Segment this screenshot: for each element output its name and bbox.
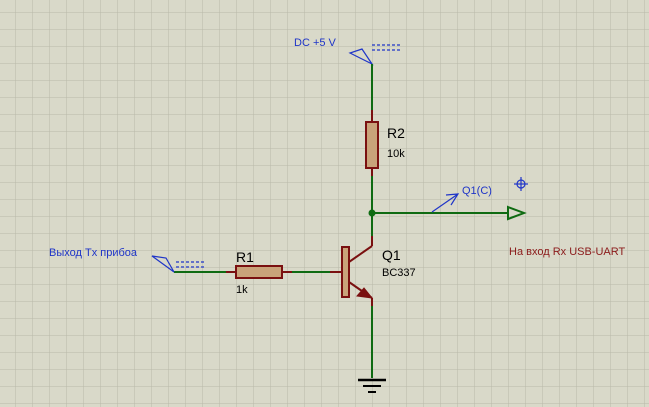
probe-arrow-icon [431, 193, 460, 213]
resistor-r2-ref: R2 [387, 125, 405, 141]
power-arrow-icon [348, 48, 374, 66]
power-terminal[interactable]: DC +5 V [294, 37, 402, 66]
resistor-r1-ref: R1 [236, 249, 254, 265]
junction-dot [368, 209, 376, 217]
input-arrow-icon [151, 255, 175, 273]
output-terminal[interactable]: Q1(C) [431, 177, 528, 221]
resistor-r1[interactable]: R1 1k [226, 249, 292, 296]
transistor-q1[interactable]: Q1 BC337 [330, 236, 416, 306]
ground-symbol[interactable] [358, 378, 386, 393]
rx-usb-uart-note: На вход Rx USB-UART [509, 246, 625, 258]
output-port-arrow-icon [507, 205, 527, 221]
power-label: DC +5 V [294, 37, 337, 49]
resistor-r2-value: 10k [387, 148, 405, 160]
resistor-r2[interactable]: R2 10k [365, 110, 405, 176]
input-terminal[interactable]: Выход Tx прибоа [49, 247, 204, 273]
transistor-q1-part: BC337 [382, 267, 416, 279]
resistor-r1-value: 1k [236, 284, 248, 296]
transistor-emitter-arrow-icon [356, 287, 374, 299]
input-terminal-label: Выход Tx прибоа [49, 247, 138, 259]
transistor-q1-base-bar [341, 246, 350, 298]
transistor-q1-ref: Q1 [382, 247, 401, 263]
resistor-r1-body [235, 265, 283, 279]
output-probe-label: Q1(C) [462, 185, 492, 197]
resistor-r2-body [365, 121, 379, 169]
